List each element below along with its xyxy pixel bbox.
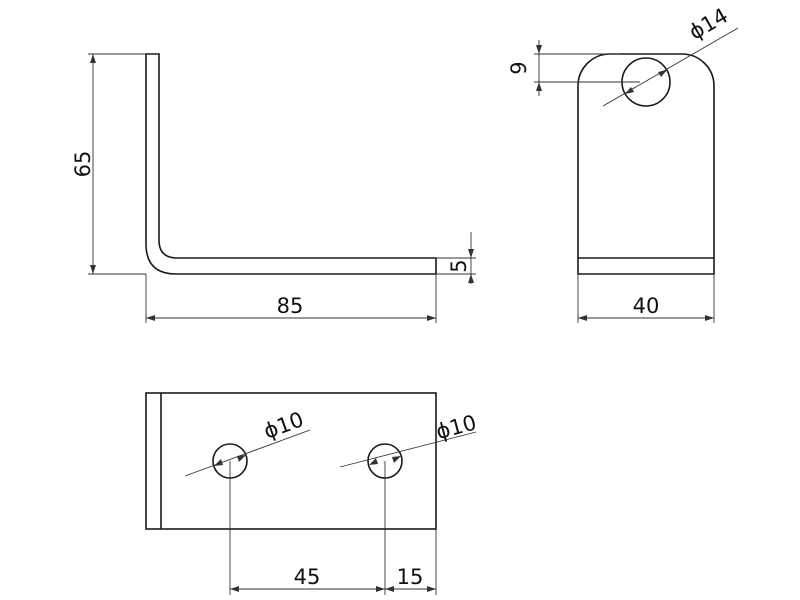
front-outline	[577, 53, 715, 275]
width-dim-label: 40	[633, 294, 660, 318]
large-hole-diameter-label: ϕ14	[685, 3, 732, 44]
front-view: 9 ϕ14 40	[507, 3, 739, 323]
hole-2-diameter-label: ϕ10	[433, 410, 478, 444]
length-dimension: 85	[145, 274, 437, 323]
l-profile-outline	[145, 53, 437, 275]
length-dim-label: 85	[277, 294, 304, 318]
top-view: ϕ10 ϕ10 45 15	[145, 392, 479, 595]
spacing-dimension: 45 15	[229, 461, 437, 595]
hole-1-diameter-dimension: ϕ10	[184, 407, 311, 477]
height-dim-label: 65	[71, 151, 95, 178]
thickness-dimension: 5	[436, 232, 476, 284]
hole-2-diameter-dimension: ϕ10	[339, 410, 479, 468]
width-dimension: 40	[577, 274, 715, 323]
hole-offset-dimension: 9	[507, 40, 640, 96]
side-view: 65 85 5	[71, 53, 476, 323]
thickness-dim-label: 5	[447, 259, 471, 272]
hole-1-diameter-label: ϕ10	[260, 407, 306, 443]
plate-outline	[145, 392, 437, 530]
spacing-dim-label: 45	[294, 565, 321, 589]
hole-offset-dim-label: 9	[507, 61, 531, 74]
edge-dim-label: 15	[397, 565, 424, 589]
height-dimension: 65	[71, 53, 146, 275]
